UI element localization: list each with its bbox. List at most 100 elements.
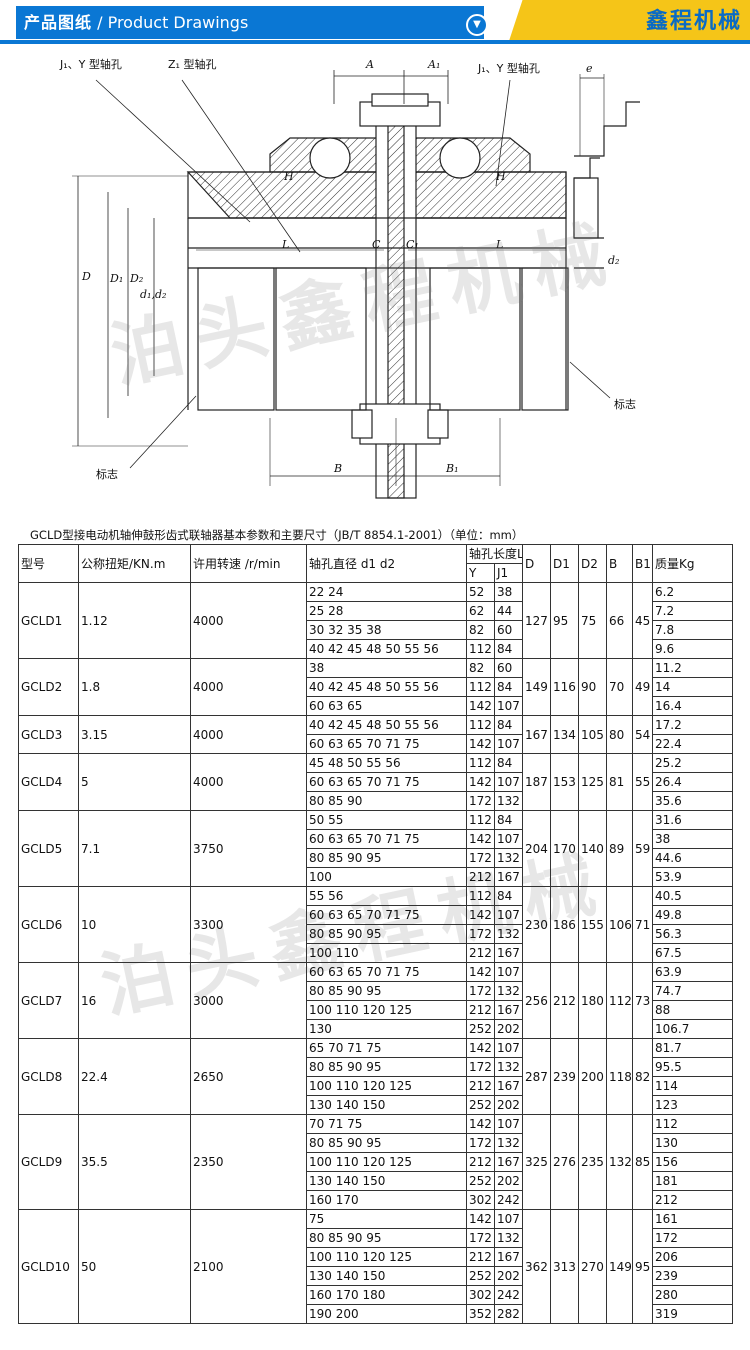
cell-mass: 9.6 bbox=[652, 639, 733, 659]
cell-bore: 80 85 90 95 bbox=[306, 1133, 467, 1153]
cell-Y: 172 bbox=[466, 1133, 495, 1153]
cell-J1: 202 bbox=[494, 1019, 523, 1039]
cell-bore: 80 85 90 95 bbox=[306, 848, 467, 868]
cell-Y: 142 bbox=[466, 962, 495, 982]
cell-mass: 319 bbox=[652, 1304, 733, 1324]
cell-B: 112 bbox=[606, 962, 633, 1039]
cell-bore: 160 170 180 bbox=[306, 1285, 467, 1305]
cell-bore: 130 140 150 bbox=[306, 1171, 467, 1191]
cell-Y: 252 bbox=[466, 1095, 495, 1115]
chevron-down-icon[interactable]: ▼ bbox=[466, 14, 488, 36]
cell-J1: 132 bbox=[494, 1057, 523, 1077]
cell-Y: 172 bbox=[466, 981, 495, 1001]
cell-bore: 30 32 35 38 bbox=[306, 620, 467, 640]
cell-J1: 44 bbox=[494, 601, 523, 621]
cell-J1: 107 bbox=[494, 905, 523, 925]
cell-mass: 7.8 bbox=[652, 620, 733, 640]
section-title-cn: 产品图纸 bbox=[24, 13, 93, 32]
cell-Y: 252 bbox=[466, 1266, 495, 1286]
cell-B: 70 bbox=[606, 658, 633, 716]
cell-Y: 142 bbox=[466, 734, 495, 754]
cell-J1: 38 bbox=[494, 582, 523, 602]
cell-speed: 2100 bbox=[190, 1209, 307, 1324]
cell-J1: 84 bbox=[494, 677, 523, 697]
cell-torque: 50 bbox=[78, 1209, 191, 1324]
cell-model: GCLD2 bbox=[18, 658, 79, 716]
cell-D2: 90 bbox=[578, 658, 607, 716]
cell-J1: 202 bbox=[494, 1171, 523, 1191]
spec-table: 型号 公称扭矩/KN.m 许用转速 /r/min 轴孔直径 d1 d2 轴孔长度… bbox=[18, 544, 733, 1324]
cell-D: 287 bbox=[522, 1038, 551, 1115]
label-H-left: H bbox=[283, 170, 294, 183]
col-B: B bbox=[606, 544, 633, 583]
cell-bore: 60 63 65 70 71 75 bbox=[306, 905, 467, 925]
label-d2: d₂ bbox=[608, 254, 619, 267]
cell-speed: 3300 bbox=[190, 886, 307, 963]
cell-bore: 100 bbox=[306, 867, 467, 887]
header-row: 型号 公称扭矩/KN.m 许用转速 /r/min 轴孔直径 d1 d2 轴孔长度… bbox=[18, 544, 733, 583]
col-mass: 质量Kg bbox=[652, 544, 733, 583]
cell-mass: 26.4 bbox=[652, 772, 733, 792]
cell-bore: 80 85 90 bbox=[306, 791, 467, 811]
cell-mass: 212 bbox=[652, 1190, 733, 1210]
cell-J1: 107 bbox=[494, 772, 523, 792]
cell-model: GCLD8 bbox=[18, 1038, 79, 1115]
cell-speed: 4000 bbox=[190, 715, 307, 754]
cell-bore: 60 63 65 70 71 75 bbox=[306, 962, 467, 982]
cell-mass: 67.5 bbox=[652, 943, 733, 963]
cell-J1: 132 bbox=[494, 981, 523, 1001]
cell-Y: 252 bbox=[466, 1019, 495, 1039]
cell-torque: 7.1 bbox=[78, 810, 191, 887]
cell-model: GCLD4 bbox=[18, 753, 79, 811]
cell-bore: 160 170 bbox=[306, 1190, 467, 1210]
cell-torque: 5 bbox=[78, 753, 191, 811]
cell-Y: 112 bbox=[466, 639, 495, 659]
cell-Y: 112 bbox=[466, 753, 495, 773]
cell-mass: 53.9 bbox=[652, 867, 733, 887]
label-D: D bbox=[81, 270, 91, 283]
cell-J1: 84 bbox=[494, 639, 523, 659]
cell-J1: 107 bbox=[494, 1209, 523, 1229]
cell-Y: 142 bbox=[466, 1209, 495, 1229]
cell-bore: 80 85 90 95 bbox=[306, 1057, 467, 1077]
label-C1: C₁ bbox=[406, 238, 419, 251]
cell-B1: 55 bbox=[632, 753, 653, 811]
col-B1: B1 bbox=[632, 544, 653, 583]
cell-Y: 82 bbox=[466, 658, 495, 678]
label-B: B bbox=[333, 462, 342, 475]
cell-mass: 14 bbox=[652, 677, 733, 697]
cell-bore: 130 140 150 bbox=[306, 1266, 467, 1286]
cell-B: 80 bbox=[606, 715, 633, 754]
label-mark-right: 标志 bbox=[614, 397, 636, 411]
cell-mass: 6.2 bbox=[652, 582, 733, 602]
cell-model: GCLD9 bbox=[18, 1114, 79, 1210]
cell-mass: 88 bbox=[652, 1000, 733, 1020]
cell-bore: 80 85 90 95 bbox=[306, 981, 467, 1001]
cell-J1: 167 bbox=[494, 867, 523, 887]
col-bore: 轴孔直径 d1 d2 bbox=[306, 544, 467, 583]
cell-D1: 239 bbox=[550, 1038, 579, 1115]
cell-speed: 4000 bbox=[190, 658, 307, 716]
cell-B1: 95 bbox=[632, 1209, 653, 1324]
cell-mass: 130 bbox=[652, 1133, 733, 1153]
cell-J1: 84 bbox=[494, 715, 523, 735]
cell-bore: 60 63 65 bbox=[306, 696, 467, 716]
coupling-drawing: J₁、Y 型轴孔 Z₁ 型轴孔 J₁、Y 型轴孔 A A₁ e H H L L … bbox=[0, 46, 750, 516]
header-subrow: Y J1 bbox=[19, 563, 733, 583]
cell-B1: 85 bbox=[632, 1114, 653, 1210]
cell-Y: 172 bbox=[466, 791, 495, 811]
col-D1: D1 bbox=[550, 544, 579, 583]
cell-J1: 242 bbox=[494, 1190, 523, 1210]
cell-Y: 212 bbox=[466, 867, 495, 887]
cell-Y: 352 bbox=[466, 1304, 495, 1324]
label-B1: B₁ bbox=[445, 462, 459, 475]
cell-J1: 84 bbox=[494, 753, 523, 773]
